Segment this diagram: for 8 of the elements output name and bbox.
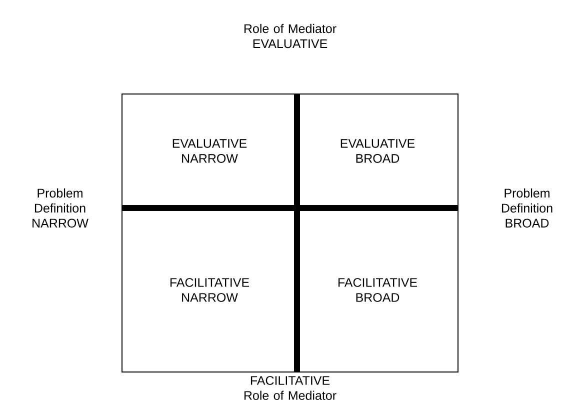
quadrant-cell: FACILITATIVE BROAD [296,208,458,372]
quadrant-cell: FACILITATIVE NARROW [122,208,298,372]
axis-label: Problem Definition BROAD [502,188,552,228]
quadrant-cell: EVALUATIVE NARROW [122,94,298,208]
axis-label: FACILITATIVE Role of Mediator [244,376,336,400]
axis-label: Problem Definition NARROW [32,188,88,228]
quadrant-cell: EVALUATIVE BROAD [296,94,458,208]
axis-label: Role of Mediator EVALUATIVE [244,24,336,48]
